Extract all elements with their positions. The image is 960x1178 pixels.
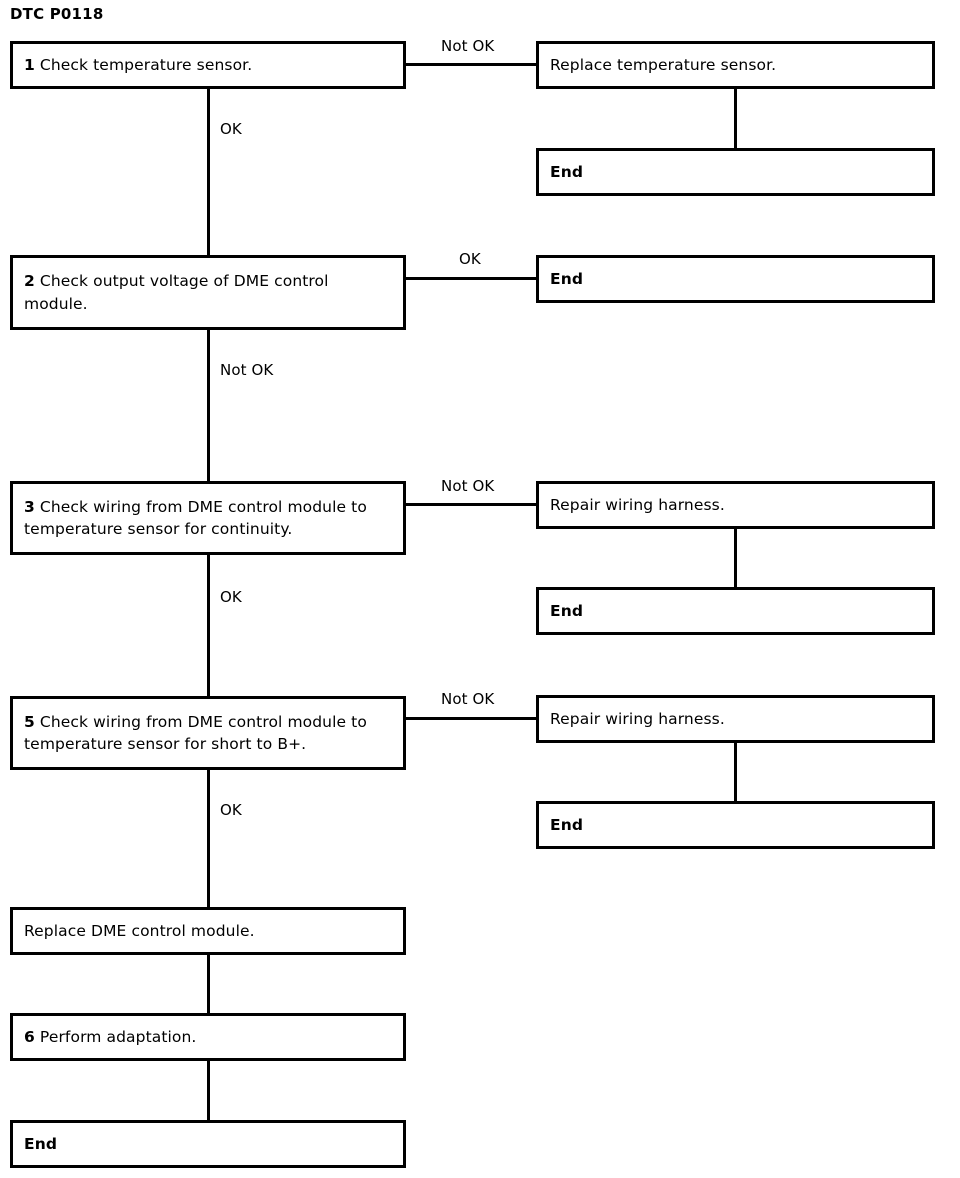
edge-step1-to-step2 [207, 89, 210, 256]
page-title: DTC P0118 [10, 5, 104, 23]
edge-step3-to-repair-harness-1 [406, 503, 537, 506]
node-step-1[interactable]: 1 Check temperature sensor. [10, 41, 406, 89]
node-end-4-label: End [550, 815, 584, 834]
edge-label-step5-ok: OK [220, 801, 242, 819]
node-repair-wiring-harness-2-label: Repair wiring harness. [550, 709, 725, 728]
edge-replace-dme-to-step6 [207, 955, 210, 1014]
node-step-2[interactable]: 2 Check output voltage of DME control mo… [10, 255, 406, 330]
edge-repair-harness-2-to-end4 [734, 743, 737, 802]
edge-step1-to-replace-sensor [406, 63, 537, 66]
edge-repair-harness-1-to-end3 [734, 529, 737, 588]
edge-step6-to-end5 [207, 1061, 210, 1120]
edge-label-step2-not-ok: Not OK [220, 361, 274, 379]
node-step-5-label: Check wiring from DME control module to … [24, 712, 367, 753]
node-step-3[interactable]: 3 Check wiring from DME control module t… [10, 481, 406, 555]
node-end-4[interactable]: End [536, 801, 935, 849]
edge-step5-to-repair-harness-2 [406, 717, 537, 720]
node-step-1-text: 1 Check temperature sensor. [24, 54, 252, 76]
node-end-2-label: End [550, 269, 584, 288]
node-replace-temperature-sensor[interactable]: Replace temperature sensor. [536, 41, 935, 89]
node-step-6-label: Perform adaptation. [39, 1027, 197, 1046]
edge-step5-to-replace-dme [207, 770, 210, 907]
node-step-6[interactable]: 6 Perform adaptation. [10, 1013, 406, 1061]
edge-label-step2-ok: OK [459, 250, 481, 268]
node-step-6-text: 6 Perform adaptation. [24, 1026, 196, 1048]
node-end-5[interactable]: End [10, 1120, 406, 1168]
edge-replace-sensor-to-end1 [734, 89, 737, 149]
node-repair-wiring-harness-2[interactable]: Repair wiring harness. [536, 695, 935, 743]
node-repair-wiring-harness-1-label: Repair wiring harness. [550, 495, 725, 514]
node-step-2-text: 2 Check output voltage of DME control mo… [24, 270, 392, 315]
node-end-5-label: End [24, 1134, 58, 1153]
node-repair-wiring-harness-1[interactable]: Repair wiring harness. [536, 481, 935, 529]
node-end-3-label: End [550, 601, 584, 620]
node-step-2-label: Check output voltage of DME control modu… [24, 272, 329, 313]
node-step-5[interactable]: 5 Check wiring from DME control module t… [10, 696, 406, 770]
node-end-2[interactable]: End [536, 255, 935, 303]
node-step-5-number: 5 [24, 712, 35, 731]
node-step-1-label: Check temperature sensor. [39, 55, 253, 74]
node-step-3-label: Check wiring from DME control module to … [24, 497, 367, 538]
node-step-5-text: 5 Check wiring from DME control module t… [24, 711, 392, 756]
edge-step3-to-step5 [207, 555, 210, 696]
node-step-2-number: 2 [24, 272, 35, 291]
edge-label-step1-ok: OK [220, 120, 242, 138]
edge-label-step3-not-ok: Not OK [441, 477, 495, 495]
node-replace-temperature-sensor-label: Replace temperature sensor. [550, 55, 777, 74]
node-replace-dme-control-module-label: Replace DME control module. [24, 921, 255, 940]
node-end-1[interactable]: End [536, 148, 935, 196]
node-end-3[interactable]: End [536, 587, 935, 635]
node-step-3-text: 3 Check wiring from DME control module t… [24, 496, 392, 541]
node-step-3-number: 3 [24, 497, 35, 516]
node-replace-dme-control-module[interactable]: Replace DME control module. [10, 907, 406, 955]
edge-step2-to-end2 [406, 277, 537, 280]
edge-label-step1-not-ok: Not OK [441, 37, 495, 55]
edge-label-step3-ok: OK [220, 588, 242, 606]
edge-step2-to-step3 [207, 330, 210, 481]
node-step-6-number: 6 [24, 1027, 35, 1046]
node-step-1-number: 1 [24, 55, 35, 74]
edge-label-step5-not-ok: Not OK [441, 690, 495, 708]
node-end-1-label: End [550, 162, 584, 181]
